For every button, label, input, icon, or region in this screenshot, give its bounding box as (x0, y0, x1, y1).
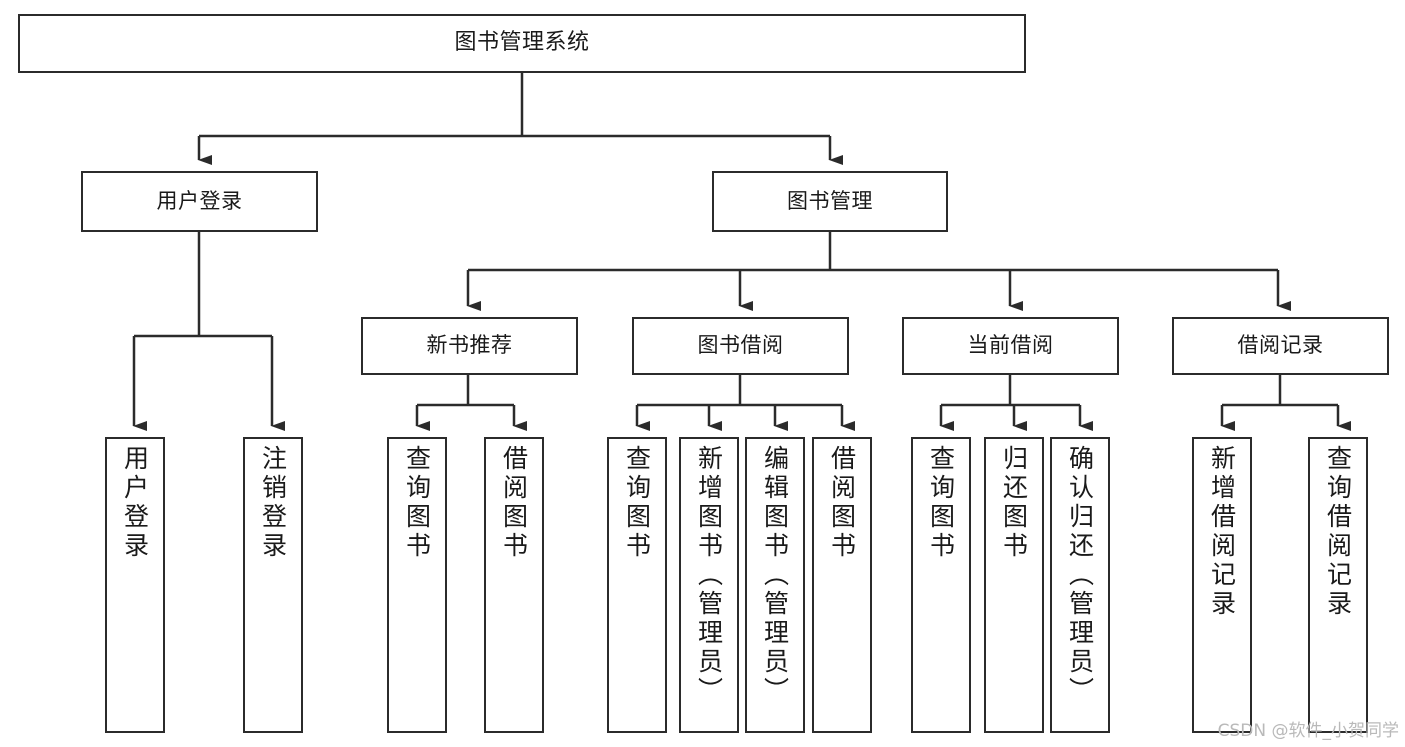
leaf-confirm-return-label: 确认归还（管理员） (1065, 445, 1095, 706)
leaf-logout[interactable]: 注销登录 (243, 437, 303, 733)
leaf-confirm-return[interactable]: 确认归还（管理员） (1050, 437, 1110, 733)
leaf-query-book-2[interactable]: 查询图书 (607, 437, 667, 733)
node-book-manage-label: 图书管理 (787, 188, 873, 213)
leaf-query-book-2-label: 查询图书 (622, 445, 652, 561)
leaf-query-record[interactable]: 查询借阅记录 (1308, 437, 1368, 733)
node-user-login-label: 用户登录 (156, 188, 243, 213)
node-new-book-rec[interactable]: 新书推荐 (361, 317, 578, 375)
node-book-manage[interactable]: 图书管理 (712, 171, 948, 232)
node-current-borrow-label: 当前借阅 (967, 333, 1054, 358)
leaf-borrow-book-1[interactable]: 借阅图书 (484, 437, 544, 733)
leaf-add-book-label: 新增图书（管理员） (694, 445, 724, 706)
leaf-query-book-3-label: 查询图书 (926, 445, 956, 561)
leaf-user-login[interactable]: 用户登录 (105, 437, 165, 733)
leaf-query-book-3[interactable]: 查询图书 (911, 437, 971, 733)
leaf-add-record[interactable]: 新增借阅记录 (1192, 437, 1252, 733)
csdn-watermark: CSDN @软件_小贺同学 (1217, 721, 1399, 741)
leaf-edit-book[interactable]: 编辑图书（管理员） (745, 437, 805, 733)
node-current-borrow[interactable]: 当前借阅 (902, 317, 1119, 375)
node-borrow-record[interactable]: 借阅记录 (1172, 317, 1389, 375)
node-root-system-label: 图书管理系统 (454, 30, 590, 56)
leaf-borrow-book-2[interactable]: 借阅图书 (812, 437, 872, 733)
leaf-logout-label: 注销登录 (258, 445, 288, 561)
leaf-return-book-label: 归还图书 (999, 445, 1029, 561)
node-book-borrow[interactable]: 图书借阅 (632, 317, 849, 375)
node-user-login[interactable]: 用户登录 (81, 171, 318, 232)
leaf-user-login-label: 用户登录 (120, 445, 150, 561)
leaf-borrow-book-1-label: 借阅图书 (499, 445, 529, 561)
node-book-borrow-label: 图书借阅 (697, 333, 784, 358)
leaf-query-book-1[interactable]: 查询图书 (387, 437, 447, 733)
node-root-system[interactable]: 图书管理系统 (18, 14, 1026, 73)
leaf-add-book[interactable]: 新增图书（管理员） (679, 437, 739, 733)
leaf-return-book[interactable]: 归还图书 (984, 437, 1044, 733)
leaf-query-book-1-label: 查询图书 (402, 445, 432, 561)
node-borrow-record-label: 借阅记录 (1237, 333, 1324, 358)
leaf-edit-book-label: 编辑图书（管理员） (760, 445, 790, 706)
leaf-add-record-label: 新增借阅记录 (1207, 445, 1237, 619)
leaf-query-record-label: 查询借阅记录 (1323, 445, 1353, 619)
node-new-book-rec-label: 新书推荐 (426, 333, 513, 358)
leaf-borrow-book-2-label: 借阅图书 (827, 445, 857, 561)
